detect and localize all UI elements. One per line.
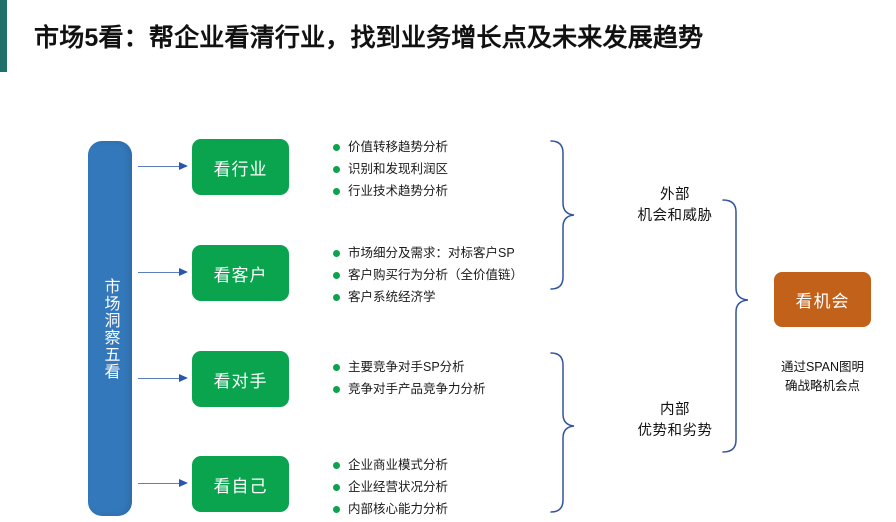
branch-box-competitor[interactable]: 看对手 [192, 351, 289, 407]
bullet-list-industry: 价值转移趋势分析 识别和发现利润区 行业技术趋势分析 [333, 138, 553, 204]
opportunity-caption: 通过SPAN图明 确战略机会点 [755, 358, 890, 396]
branch-box-label: 看行业 [213, 159, 268, 179]
list-item-label: 主要竞争对手SP分析 [348, 360, 465, 374]
bullet-dot-icon [333, 462, 340, 469]
list-item: 企业经营状况分析 [333, 478, 553, 496]
branch-box-label: 看自己 [213, 476, 268, 496]
list-item-label: 企业商业模式分析 [348, 458, 449, 472]
branch-box-industry[interactable]: 看行业 [192, 139, 289, 195]
arrow-to-customer [138, 268, 188, 277]
arrow-head-icon [179, 479, 188, 487]
pillar-label: 市场洞察五看 [101, 277, 119, 380]
branch-box-label: 看对手 [213, 371, 268, 391]
opportunity-box-label: 看机会 [795, 292, 850, 311]
arrow-shaft [138, 166, 180, 168]
bullet-dot-icon [333, 272, 340, 279]
list-item-label: 企业经营状况分析 [348, 480, 449, 494]
list-item: 内部核心能力分析 [333, 500, 553, 518]
bullet-dot-icon [333, 294, 340, 301]
list-item: 价值转移趋势分析 [333, 138, 553, 156]
list-item: 识别和发现利润区 [333, 160, 553, 178]
group-label-external-line2: 机会和威胁 [637, 208, 713, 224]
list-item-label: 客户购买行为分析（全价值链） [348, 268, 524, 282]
bullet-dot-icon [333, 144, 340, 151]
arrow-shaft [138, 272, 180, 274]
arrow-to-industry [138, 162, 188, 171]
arrow-to-competitor [138, 374, 188, 383]
arrow-head-icon [179, 374, 188, 382]
list-item-label: 价值转移趋势分析 [348, 140, 449, 154]
branch-box-self[interactable]: 看自己 [192, 456, 289, 512]
list-item: 市场细分及需求：对标客户SP [333, 244, 553, 262]
brace-internal-icon [550, 352, 575, 513]
bullet-list-competitor: 主要竞争对手SP分析 竞争对手产品竞争力分析 [333, 358, 553, 402]
list-item: 客户购买行为分析（全价值链） [333, 266, 553, 284]
list-item-label: 客户系统经济学 [348, 290, 436, 304]
bullet-list-customer: 市场细分及需求：对标客户SP 客户购买行为分析（全价值链） 客户系统经济学 [333, 244, 553, 310]
bullet-dot-icon [333, 250, 340, 257]
branch-box-label: 看客户 [213, 265, 268, 285]
group-label-internal-line2: 优势和劣势 [637, 423, 713, 439]
bullet-dot-icon [333, 364, 340, 371]
bullet-dot-icon [333, 386, 340, 393]
list-item: 客户系统经济学 [333, 288, 553, 306]
brace-external-icon [550, 140, 575, 290]
arrow-shaft [138, 483, 180, 485]
arrow-to-self [138, 479, 188, 488]
list-item: 行业技术趋势分析 [333, 182, 553, 200]
page-title: 市场5看：帮企业看清行业，找到业务增长点及未来发展趋势 [34, 24, 704, 52]
branch-box-customer[interactable]: 看客户 [192, 245, 289, 301]
bullet-list-self: 企业商业模式分析 企业经营状况分析 内部核心能力分析 [333, 456, 553, 522]
opportunity-box[interactable]: 看机会 [774, 272, 871, 327]
bullet-dot-icon [333, 506, 340, 513]
list-item-label: 竞争对手产品竞争力分析 [348, 382, 486, 396]
group-label-internal-line1: 内部 [660, 402, 690, 418]
group-label-external: 外部 机会和威胁 [600, 185, 750, 227]
opportunity-caption-line1: 通过SPAN图明 [780, 360, 865, 374]
title-accent-bar [0, 0, 7, 72]
bullet-dot-icon [333, 484, 340, 491]
list-item: 竞争对手产品竞争力分析 [333, 380, 553, 398]
arrow-shaft [138, 378, 180, 380]
bullet-dot-icon [333, 188, 340, 195]
group-label-internal: 内部 优势和劣势 [600, 400, 750, 442]
opportunity-caption-line2: 确战略机会点 [784, 379, 860, 393]
bullet-dot-icon [333, 166, 340, 173]
list-item-label: 识别和发现利润区 [348, 162, 449, 176]
group-label-external-line1: 外部 [660, 187, 690, 203]
list-item-label: 行业技术趋势分析 [348, 184, 449, 198]
list-item: 主要竞争对手SP分析 [333, 358, 553, 376]
arrow-head-icon [179, 162, 188, 170]
market-insight-pillar[interactable]: 市场洞察五看 [88, 141, 132, 516]
list-item-label: 市场细分及需求：对标客户SP [348, 246, 515, 260]
arrow-head-icon [179, 268, 188, 276]
list-item-label: 内部核心能力分析 [348, 502, 449, 516]
list-item: 企业商业模式分析 [333, 456, 553, 474]
